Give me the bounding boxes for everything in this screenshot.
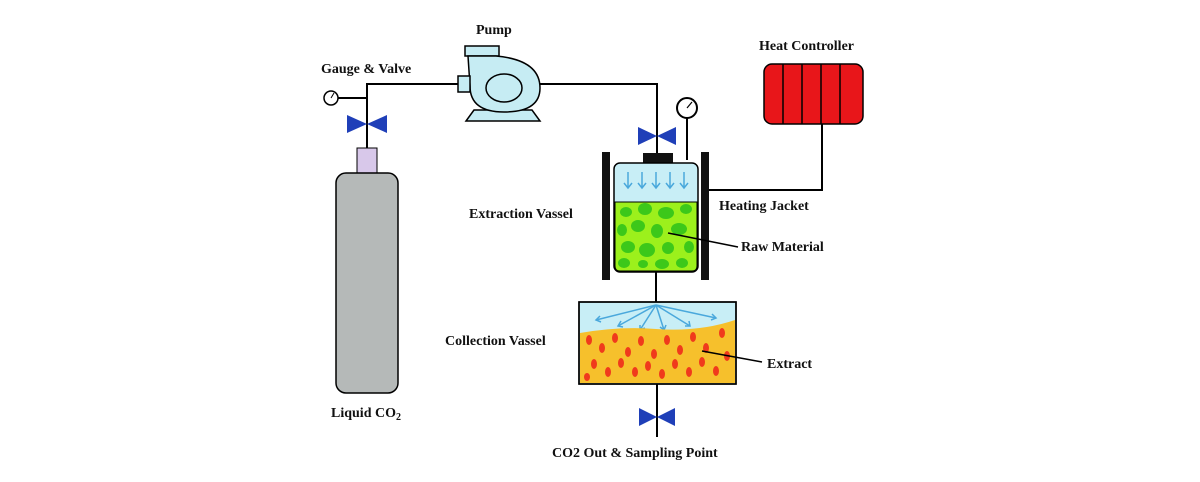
pressure-gauge-icon bbox=[323, 90, 339, 106]
extraction-vessel-label: Extraction Vassel bbox=[469, 207, 573, 222]
extract-label: Extract bbox=[767, 357, 812, 372]
gas-cylinder-icon bbox=[335, 147, 399, 394]
heat-controller-icon bbox=[763, 63, 864, 125]
collection-vessel-label: Collection Vassel bbox=[445, 334, 546, 349]
heat-controller-label: Heat Controller bbox=[759, 39, 854, 54]
valve-icon[interactable] bbox=[638, 127, 676, 145]
collection-vessel bbox=[578, 301, 737, 385]
solvent-flow-arrows bbox=[623, 172, 689, 190]
extraction-vessel bbox=[602, 97, 709, 280]
raw-material-label: Raw Material bbox=[741, 240, 824, 255]
leader-lines bbox=[667, 232, 763, 363]
pipework bbox=[338, 83, 823, 437]
pump-label: Pump bbox=[476, 23, 512, 38]
valve-icon[interactable] bbox=[347, 115, 387, 133]
liquid-co2-label: Liquid CO2 bbox=[331, 406, 401, 423]
pump-icon bbox=[457, 45, 542, 122]
gauge-valve-label: Gauge & Valve bbox=[321, 62, 411, 77]
heating-jacket bbox=[602, 152, 610, 280]
valve-icon[interactable] bbox=[639, 408, 675, 426]
heating-jacket-label: Heating Jacket bbox=[719, 199, 809, 214]
pressure-gauge-icon bbox=[676, 97, 698, 160]
raw-material-particles bbox=[617, 203, 694, 269]
extract-particles bbox=[584, 328, 730, 381]
co2-out-label: CO2 Out & Sampling Point bbox=[552, 446, 718, 461]
